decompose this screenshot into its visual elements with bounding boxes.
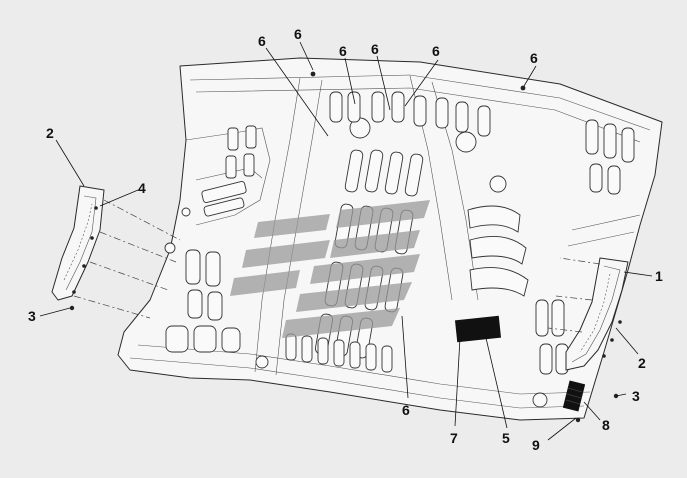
callout-7: 7 xyxy=(450,430,458,446)
callout-4: 4 xyxy=(138,180,146,196)
assembly-lines-left xyxy=(73,199,181,319)
right-reinforcement xyxy=(565,257,629,371)
callout-6: 6 xyxy=(402,402,410,418)
callout-2: 2 xyxy=(638,355,646,371)
callout-3: 3 xyxy=(28,308,36,324)
callout-labels: 6 6 6 6 6 6 2 4 3 1 2 3 8 9 6 7 5 xyxy=(28,26,663,453)
assembly-lines-right xyxy=(547,257,601,333)
leader-lines xyxy=(39,41,653,441)
left-sill-area xyxy=(164,125,271,369)
callout-3: 3 xyxy=(632,388,640,404)
callout-6: 6 xyxy=(339,43,347,59)
left-reinforcement xyxy=(51,185,105,301)
fasteners xyxy=(69,71,619,423)
callout-8: 8 xyxy=(602,417,610,433)
center-tunnel xyxy=(254,75,507,376)
right-rib-area xyxy=(467,119,641,408)
callout-6: 6 xyxy=(432,43,440,59)
callout-9: 9 xyxy=(532,437,540,453)
callout-5: 5 xyxy=(502,430,510,446)
callout-1: 1 xyxy=(655,268,663,284)
callout-6: 6 xyxy=(258,33,266,49)
stylized-logo-watermark xyxy=(230,200,430,338)
callout-2: 2 xyxy=(46,125,54,141)
front-rib-row xyxy=(329,91,491,137)
pad-5 xyxy=(454,315,502,343)
pad-9 xyxy=(562,380,586,412)
rear-rib-row xyxy=(285,333,393,373)
callout-6: 6 xyxy=(530,50,538,66)
callout-6: 6 xyxy=(371,41,379,57)
callout-6: 6 xyxy=(294,26,302,42)
